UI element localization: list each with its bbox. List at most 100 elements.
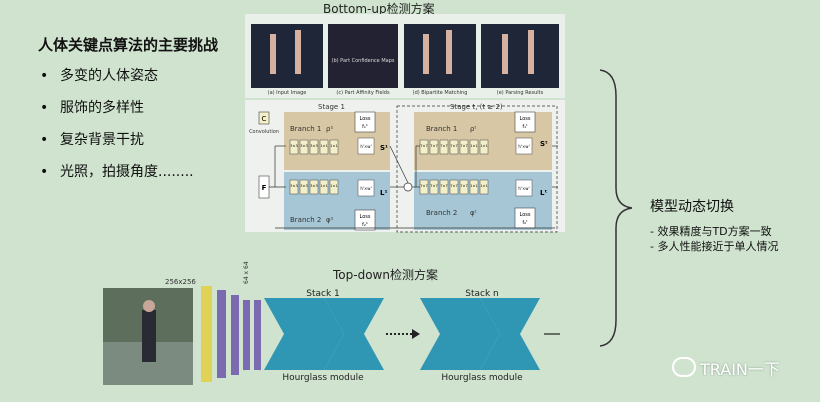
bipartite-panel <box>404 24 476 88</box>
loss-label: Loss <box>360 214 371 220</box>
conv-block-label: 3×3 <box>290 144 297 148</box>
person-head <box>143 300 155 312</box>
conv-block-label: 1×1 <box>330 184 337 188</box>
conv-bar-purple <box>231 295 239 375</box>
figure <box>270 34 276 74</box>
panel-label: (b) Part Confidence Maps <box>332 58 395 64</box>
loss-label: Loss <box>520 116 531 122</box>
convolution-label: Convolution <box>249 129 279 135</box>
conv-block-label: 1×1 <box>480 144 487 148</box>
conv-block <box>429 179 439 195</box>
conv-block <box>469 179 479 195</box>
arrow <box>389 145 411 188</box>
s1-label: S¹ <box>380 144 388 152</box>
stage-t-dashed-frame <box>396 105 558 233</box>
flow-arrows <box>269 145 558 229</box>
conv-block <box>459 139 469 155</box>
feature-size-label: 64 x 64 <box>243 261 250 284</box>
conv-block-label: 3×3 <box>300 184 307 188</box>
conv-block-label: 3×3 <box>310 144 317 148</box>
conv-block <box>289 139 299 155</box>
conv-block <box>299 139 309 155</box>
concat-node <box>403 182 413 192</box>
panel-label: (c) Part Affinity Fields <box>336 90 390 96</box>
staget-label: Stage t, (t ≥ 2) <box>450 103 503 111</box>
arrow-head <box>412 329 420 339</box>
conv-block <box>419 139 429 155</box>
input-image-panel <box>251 24 323 88</box>
person-figure <box>142 310 156 362</box>
lt-label: Lᵗ <box>540 189 547 197</box>
f2-label: f₂¹ <box>362 222 368 228</box>
f1-label: f₁¹ <box>362 124 368 130</box>
dancer-figures <box>270 30 534 74</box>
figure <box>423 34 429 74</box>
conv-bar-yellow <box>201 286 212 382</box>
output-map <box>515 137 533 155</box>
conv-block-label: 7×7 <box>450 144 457 148</box>
conv-block <box>299 179 309 195</box>
bullet-item: 服饰的多样性 <box>40 98 194 130</box>
conv-block <box>479 139 489 155</box>
conv-block-label: 1×1 <box>320 184 327 188</box>
branch2-label: Branch 2 <box>290 216 321 224</box>
conv-block-label: 7×7 <box>430 144 437 148</box>
bullet-item: 光照，拍摄角度........ <box>40 162 194 194</box>
conv-block <box>449 179 459 195</box>
conv-block-label: 3×3 <box>310 184 317 188</box>
branch1t-label: Branch 1 <box>426 125 457 133</box>
rho1-label: ρ¹ <box>326 125 333 133</box>
figure <box>502 34 508 74</box>
loss-label: Loss <box>360 116 371 122</box>
conv-block <box>309 179 319 195</box>
feature-box-label: F <box>262 184 267 192</box>
output-map-label: h'×w' <box>518 186 529 191</box>
conv-bar-purple <box>217 290 226 378</box>
model-switch-title: 模型动态切换 <box>650 199 734 215</box>
conv-block <box>439 139 449 155</box>
module1-label: Hourglass module <box>282 373 364 383</box>
rhot-label: ρᵗ <box>470 125 477 133</box>
loss-box <box>354 209 376 231</box>
conv-block-label: 3×3 <box>290 184 297 188</box>
conv-block-label: 7×7 <box>420 144 427 148</box>
loss-box <box>514 111 536 133</box>
top-down-caption: Top-down检测方案 <box>333 268 438 282</box>
bullet-item: 多变的人体姿态 <box>40 66 194 98</box>
conv-block <box>429 139 439 155</box>
figure <box>446 30 452 74</box>
conv-block <box>449 139 459 155</box>
conv-block-label: 1×1 <box>330 144 337 148</box>
f1t-label: f₁ᵗ <box>522 124 528 130</box>
f2t-label: f₂ᵗ <box>522 220 528 226</box>
bottom-up-caption: Bottom-up检测方案 <box>323 2 435 16</box>
output-map-label: h'×w' <box>360 186 371 191</box>
conv-block-label: 1×1 <box>470 184 477 188</box>
branch2t-label: Branch 2 <box>426 209 457 217</box>
conv-block-label: 7×7 <box>450 184 457 188</box>
branch1-label: Branch 1 <box>290 125 321 133</box>
conv-block <box>289 179 299 195</box>
conv-block-label: 3×3 <box>300 144 307 148</box>
conv-block <box>309 139 319 155</box>
output-map <box>357 137 375 155</box>
conv-block-label: 7×7 <box>420 184 427 188</box>
hourglass-stackn <box>480 298 540 370</box>
stackn-label: Stack n <box>465 289 498 299</box>
phit-label: φᵗ <box>470 209 477 217</box>
loss-box <box>354 111 376 133</box>
wechat-icon <box>672 357 696 377</box>
conv-block <box>319 139 329 155</box>
l1-label: L¹ <box>380 189 388 197</box>
conv-block <box>469 139 479 155</box>
conv-block <box>329 139 339 155</box>
conv-block-label: 1×1 <box>480 184 487 188</box>
stage1-label: Stage 1 <box>318 103 345 111</box>
challenges-title: 人体关键点算法的主要挑战 <box>38 36 219 54</box>
output-map-label: h'×w' <box>360 144 371 149</box>
parsing-panel <box>481 24 559 88</box>
conv-block-label: 7×7 <box>460 144 467 148</box>
figure <box>295 30 301 74</box>
conv-bar-purple <box>254 300 261 370</box>
